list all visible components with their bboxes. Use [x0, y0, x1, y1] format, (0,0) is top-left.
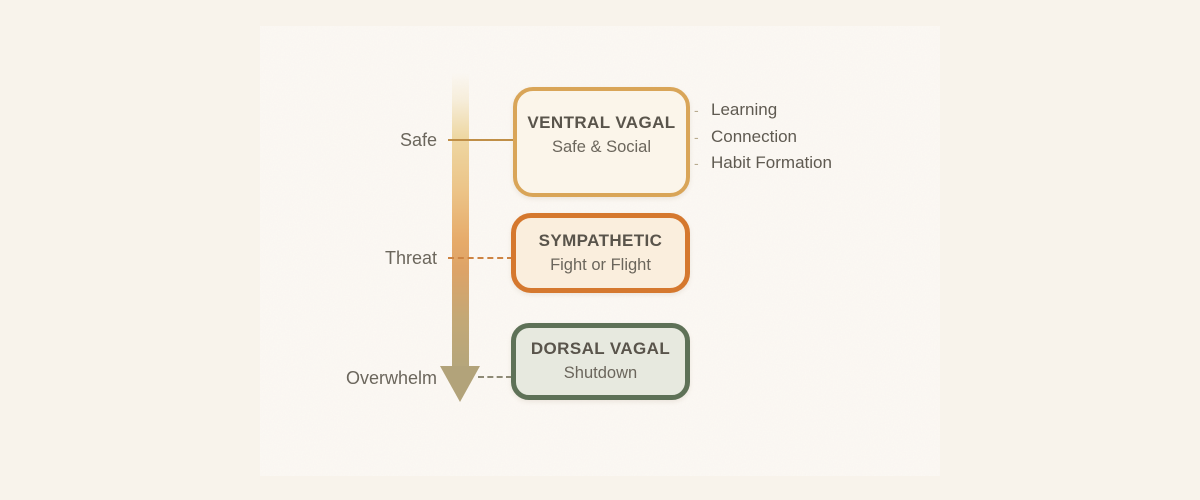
connector-safe-solid: [448, 139, 513, 141]
level-label-safe: Safe: [399, 130, 437, 150]
connector-threat-dashed: [448, 257, 513, 259]
state-subtitle: Safe & Social: [551, 137, 652, 156]
list-item: - Learning: [694, 97, 832, 124]
dash-bullet-icon: -: [694, 155, 699, 171]
state-title: VENTRAL VAGAL: [527, 112, 676, 132]
state-box-dorsal-vagal: DORSAL VAGAL Shutdown: [511, 323, 690, 400]
feature-label: Habit Formation: [711, 153, 832, 172]
state-title: SYMPATHETIC: [538, 230, 663, 250]
list-item: - Connection: [694, 124, 832, 151]
level-label-overwhelm: Overwhelm: [345, 368, 437, 388]
intensity-arrow-shaft: [452, 73, 469, 366]
feature-label: Learning: [711, 100, 778, 119]
state-box-ventral-vagal: VENTRAL VAGAL Safe & Social: [513, 87, 690, 197]
paper-panel: Safe Threat Overwhelm VENTRAL VAGAL Safe…: [260, 26, 940, 476]
dash-bullet-icon: -: [694, 102, 699, 118]
connector-overwhelm-dashed: [478, 376, 512, 378]
state-box-sympathetic: SYMPATHETIC Fight or Flight: [511, 213, 690, 293]
state-title: DORSAL VAGAL: [530, 339, 671, 358]
ventral-feature-list: - Learning - Connection - Habit Formatio…: [694, 97, 832, 177]
arrow-down-icon: [440, 366, 480, 402]
dash-bullet-icon: -: [694, 128, 699, 145]
state-subtitle: Shutdown: [563, 364, 638, 382]
level-label-threat: Threat: [384, 248, 437, 268]
list-item: - Habit Formation: [694, 150, 832, 177]
state-subtitle: Fight or Flight: [550, 255, 651, 274]
feature-label: Connection: [711, 126, 798, 146]
